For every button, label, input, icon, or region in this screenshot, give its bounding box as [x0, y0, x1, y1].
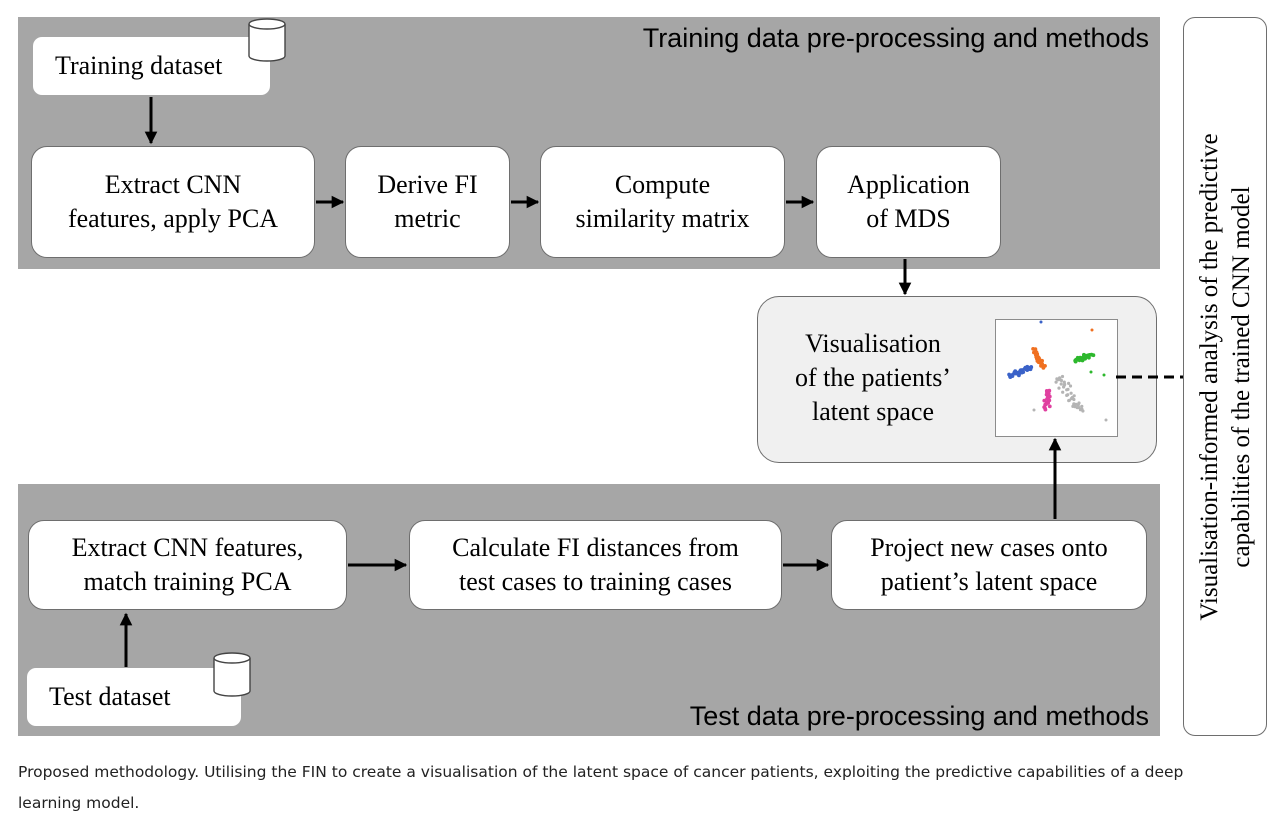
scatter-point-grey	[1067, 399, 1071, 403]
scatter-point-magenta	[1042, 398, 1047, 403]
step-extract-features-pca: Extract CNN features, apply PCA	[31, 146, 315, 258]
training-panel-title: Training data pre-processing and methods	[642, 23, 1149, 53]
latent-space-visualisation: Visualisation of the patients’ latent sp…	[757, 296, 1157, 463]
scatter-point-grey	[1065, 388, 1069, 392]
scatter-point-grey	[1057, 386, 1061, 390]
scatter-point-orange	[1090, 328, 1094, 332]
scatter-point-grey	[1059, 382, 1063, 386]
test-panel-title: Test data pre-processing and methods	[689, 701, 1149, 731]
scatter-point-green	[1089, 370, 1093, 374]
scatter-point-magenta	[1047, 404, 1052, 409]
scatter-point-grey	[1063, 382, 1067, 386]
test-database-icon	[213, 652, 251, 697]
training-dataset-label: Training dataset	[55, 51, 223, 80]
scatter-point-blue	[1039, 320, 1043, 324]
scatter-point-grey	[1059, 378, 1063, 382]
scatter-point-orange	[1033, 347, 1038, 352]
scatter-point-grey	[1075, 406, 1079, 410]
scatter-point-grey	[1061, 390, 1065, 394]
scatter-point-grey	[1067, 381, 1071, 385]
scatter-point-blue	[1021, 370, 1026, 374]
scatter-point-grey	[1055, 377, 1059, 381]
latent-space-scatter-thumbnail	[995, 319, 1118, 437]
scatter-point-blue	[1029, 365, 1034, 369]
training-dataset-box: Training dataset	[33, 37, 270, 95]
scatter-point-blue	[1010, 374, 1015, 378]
scatter-point-grey	[1066, 393, 1070, 397]
scatter-point-green	[1091, 353, 1096, 358]
scatter-point-orange	[1043, 364, 1047, 368]
scatter-point-magenta	[1043, 407, 1048, 412]
scatter-point-grey	[1068, 384, 1073, 388]
scatter-point-grey	[1054, 380, 1058, 384]
scatter-point-grey	[1104, 418, 1108, 422]
scatter-point-grey	[1069, 391, 1073, 395]
scatter-point-green	[1077, 358, 1082, 363]
scatter-point-blue	[1024, 366, 1029, 370]
latent-space-label: Visualisation of the patients’ latent sp…	[795, 329, 951, 426]
scatter-point-grey	[1080, 404, 1084, 408]
figure-caption: Proposed methodology. Utilising the FIN …	[18, 763, 1184, 812]
step-apply-mds: Application of MDS	[816, 146, 1001, 258]
step-calculate-fi-distances: Calculate FI distances from test cases t…	[409, 520, 782, 610]
scatter-point-orange	[1039, 362, 1044, 366]
scatter-point-green	[1086, 355, 1090, 359]
scatter-plot	[1007, 320, 1108, 422]
scatter-point-grey	[1080, 407, 1084, 411]
scatter-point-green	[1102, 373, 1106, 377]
scatter-point-grey	[1032, 408, 1036, 412]
step-extract-features-match-pca: Extract CNN features, match training PCA	[28, 520, 347, 610]
scatter-point-grey	[1070, 395, 1074, 400]
step-derive-fi-metric: Derive FI metric	[345, 146, 510, 258]
test-dataset-label: Test dataset	[49, 682, 171, 711]
test-dataset-box: Test dataset	[27, 668, 241, 726]
step-project-new-cases: Project new cases onto patient’s latent …	[831, 520, 1147, 610]
training-database-icon	[248, 18, 286, 62]
side-analysis-panel: Visualisation-informed analysis of the p…	[1183, 17, 1267, 736]
scatter-point-grey	[1060, 374, 1065, 379]
step-compute-similarity: Compute similarity matrix	[540, 146, 785, 258]
